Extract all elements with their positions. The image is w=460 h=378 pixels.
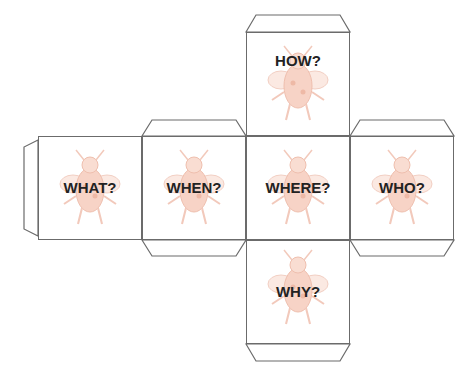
cube-face: HOW? (246, 32, 350, 136)
face-question: WHERE? (266, 180, 331, 197)
glue-tab (24, 15, 454, 361)
face-question: WHY? (276, 284, 320, 301)
cube-face: WHEN? (142, 136, 246, 240)
cube-face: WHAT? (38, 136, 142, 240)
face-question: WHO? (379, 180, 425, 197)
face-question: WHEN? (167, 180, 222, 197)
face-question: HOW? (275, 53, 321, 70)
cube-face: WHO? (350, 136, 454, 240)
cube-face: WHERE? (246, 136, 350, 240)
face-question: WHAT? (63, 180, 116, 197)
cube-face: WHY? (246, 240, 350, 344)
